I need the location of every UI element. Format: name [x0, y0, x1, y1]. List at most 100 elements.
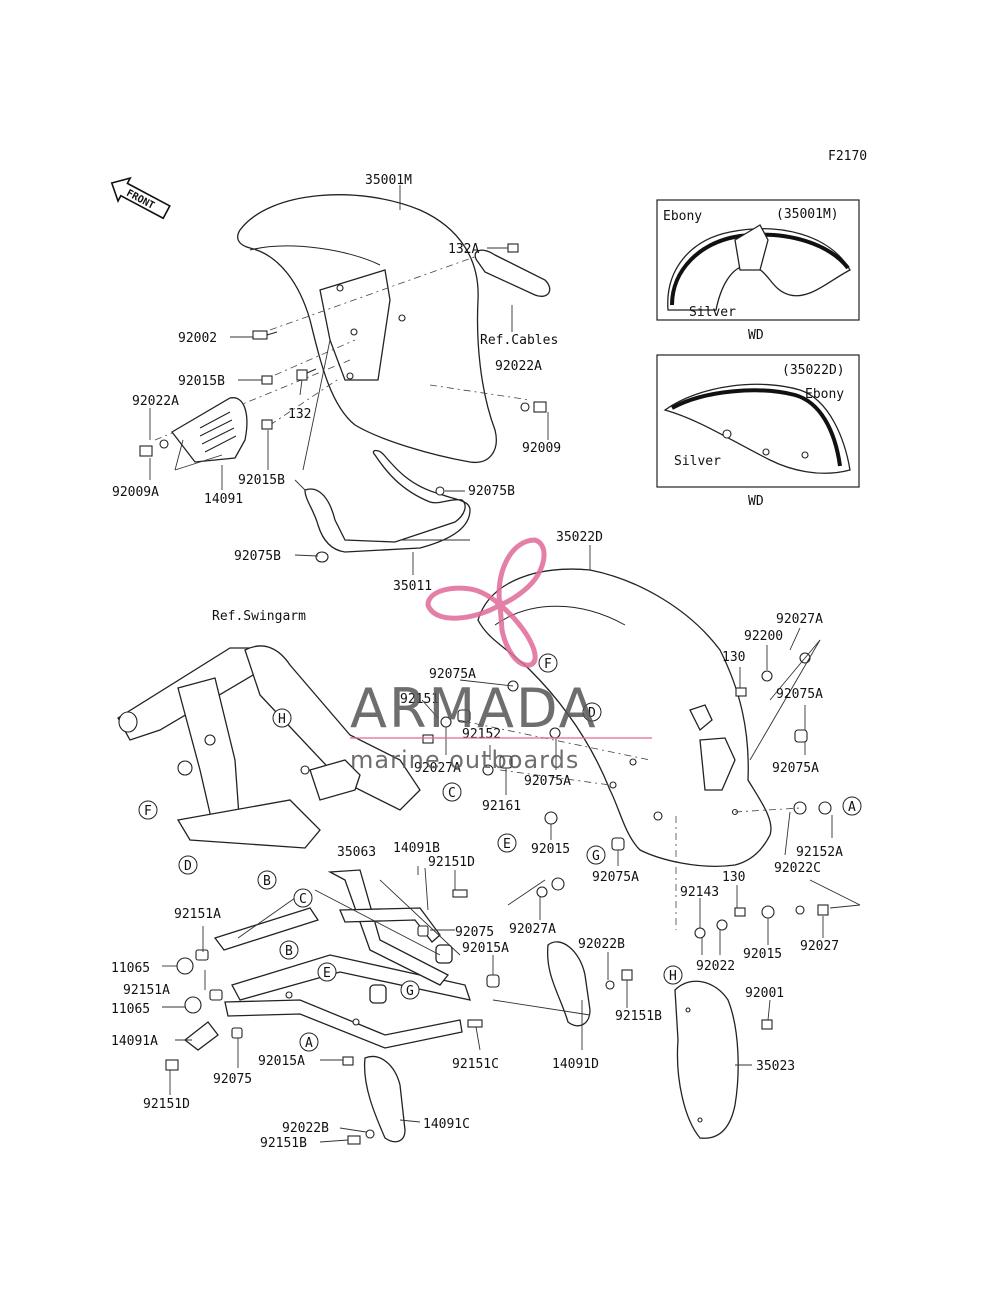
label-130-a: 130 — [722, 650, 745, 665]
label-92002: 92002 — [178, 331, 217, 346]
label-92009: 92009 — [522, 441, 561, 456]
fender-stay-35011 — [304, 449, 471, 553]
label-92022B-a: 92022B — [578, 937, 625, 952]
label-92015-a: 92015 — [531, 842, 570, 857]
rear-inset-part: (35022D) — [782, 363, 845, 378]
label-14091A: 14091A — [111, 1034, 158, 1049]
front-fender-35001M — [237, 194, 497, 463]
label-130-b: 130 — [722, 870, 745, 885]
callout-C-2: C — [293, 888, 313, 908]
label-92027A-a: 92027A — [776, 612, 823, 627]
label-14091C: 14091C — [423, 1117, 470, 1132]
rear-inset-ebony: Ebony — [805, 387, 844, 402]
label-11065-a: 11065 — [111, 961, 150, 976]
label-92151: 92151 — [400, 692, 439, 707]
label-ref-swingarm: Ref.Swingarm — [212, 609, 306, 624]
label-132: 132 — [288, 407, 311, 422]
callout-H-2: H — [663, 965, 683, 985]
front-inset-ebony: Ebony — [663, 209, 702, 224]
label-92143: 92143 — [680, 885, 719, 900]
svg-text:F: F — [544, 657, 552, 672]
svg-text:D: D — [184, 859, 192, 874]
propeller-icon — [425, 537, 547, 668]
callout-A-2: A — [299, 1032, 319, 1052]
label-92015A-a: 92015A — [462, 941, 509, 956]
bolt-92015B-a — [261, 375, 273, 385]
front-inset-silver: Silver — [689, 305, 736, 320]
label-92075-b: 92075 — [213, 1072, 252, 1087]
label-92075B-b: 92075B — [234, 549, 281, 564]
callout-F-2: F — [138, 800, 158, 820]
label-92151B-b: 92151B — [260, 1136, 307, 1151]
svg-text:H: H — [278, 712, 286, 727]
label-92152A: 92152A — [796, 845, 843, 860]
label-92151D-a: 92151D — [428, 855, 475, 870]
bolt-92015B-b — [261, 419, 273, 430]
svg-text:A: A — [305, 1036, 313, 1051]
label-92151A-a: 92151A — [174, 907, 221, 922]
figure-code: F2170 — [828, 149, 867, 164]
label-92075B-a: 92075B — [468, 484, 515, 499]
svg-text:A: A — [848, 800, 856, 815]
leader-lines — [149, 185, 861, 1143]
label-92022A-left: 92022A — [132, 394, 179, 409]
svg-text:C: C — [299, 892, 307, 907]
rear-fender-35022D — [477, 568, 772, 867]
label-92151B-a: 92151B — [615, 1009, 662, 1024]
label-92015B-a: 92015B — [178, 374, 225, 389]
rear-hardware — [422, 652, 832, 939]
label-92022C: 92022C — [774, 861, 821, 876]
callout-H-1: H — [272, 708, 292, 728]
svg-text:E: E — [503, 837, 511, 852]
label-92200: 92200 — [744, 629, 783, 644]
callout-G-2: G — [400, 980, 420, 1000]
callout-D-2: D — [178, 855, 198, 875]
label-35023: 35023 — [756, 1059, 795, 1074]
cover-14091D — [546, 941, 633, 1027]
watermark-tagline: marine outboards — [350, 746, 579, 774]
svg-text:C: C — [448, 786, 456, 801]
svg-text:B: B — [263, 874, 271, 889]
label-92075A-c: 92075A — [524, 774, 571, 789]
label-92001: 92001 — [745, 986, 784, 1001]
label-92151A-b: 92151A — [123, 983, 170, 998]
svg-text:B: B — [285, 944, 293, 959]
label-11065-b: 11065 — [111, 1002, 150, 1017]
label-14091B: 14091B — [393, 841, 440, 856]
label-132A: 132A — [448, 242, 479, 257]
front-inset-caption: WD — [748, 328, 764, 343]
label-92022: 92022 — [696, 959, 735, 974]
label-92075A-d: 92075A — [772, 761, 819, 776]
callout-C-1: C — [442, 782, 462, 802]
svg-text:E: E — [323, 966, 331, 981]
label-92027A-c: 92027A — [509, 922, 556, 937]
label-92075A-a: 92075A — [776, 687, 823, 702]
part-labels: 35001M 132A Ref.Cables 92022A 92002 9201… — [111, 173, 843, 1151]
bolt-132 — [296, 368, 317, 381]
svg-text:D: D — [588, 706, 596, 721]
label-92161: 92161 — [482, 799, 521, 814]
label-92027: 92027 — [800, 939, 839, 954]
label-14091: 14091 — [204, 492, 243, 507]
label-92015A-b: 92015A — [258, 1054, 305, 1069]
rear-inset-silver: Silver — [674, 454, 721, 469]
label-92075A-e: 92075A — [592, 870, 639, 885]
callout-E-2: E — [317, 962, 337, 982]
callout-E-1: E — [497, 833, 517, 853]
label-35022D: 35022D — [556, 530, 603, 545]
label-92075A-b: 92075A — [429, 667, 476, 682]
label-92022A-top: 92022A — [495, 359, 542, 374]
support-frame-35063 — [213, 869, 471, 1049]
svg-text:H: H — [669, 969, 677, 984]
svg-text:F: F — [144, 804, 152, 819]
inset-rear-wd: (35022D) Ebony Silver WD — [656, 354, 860, 509]
cable-guide — [474, 243, 551, 297]
inset-front-wd: Ebony (35001M) Silver WD — [656, 199, 860, 343]
label-92151D-b: 92151D — [143, 1097, 190, 1112]
callout-B-2: B — [279, 940, 299, 960]
label-92015B-b: 92015B — [238, 473, 285, 488]
cover-14091C — [347, 1055, 406, 1145]
callout-D-1: D — [582, 702, 602, 722]
